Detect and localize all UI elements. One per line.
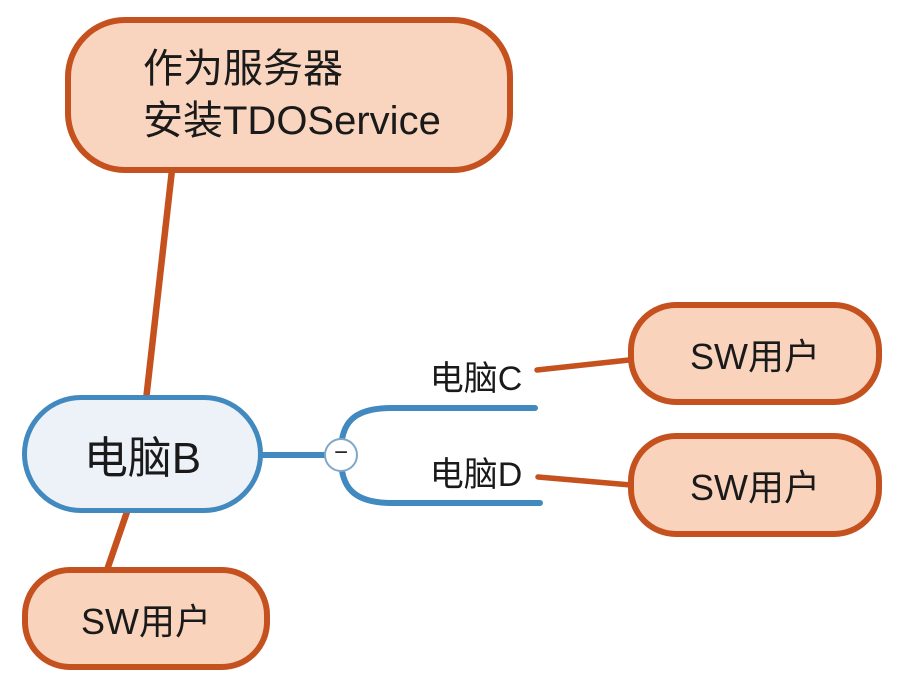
sw-user-box-for-c[interactable]: SW用户 — [628, 302, 882, 405]
sw-user-box-root-label: SW用户 — [81, 600, 211, 642]
root-topic-computer-b[interactable]: 电脑B — [22, 395, 263, 513]
leader-child-d-to-sw — [535, 474, 634, 488]
root-topic-label: 电脑B — [83, 434, 202, 483]
callout-leader-line-bottom — [103, 502, 133, 574]
callout-server-line1: 作为服务器 — [143, 47, 343, 91]
callout-leader-line-top — [142, 166, 176, 404]
minus-icon: − — [333, 439, 348, 466]
sw-user-box-for-d[interactable]: SW用户 — [628, 433, 882, 537]
child-topic-d-label: 电脑D — [429, 455, 523, 494]
sw-user-box-d-label: SW用户 — [690, 467, 820, 508]
leader-child-c-to-sw — [534, 357, 632, 373]
collapse-button[interactable]: − — [324, 438, 358, 472]
child-topic-c-label: 电脑C — [429, 359, 523, 398]
callout-server-line2: 安装TDOService — [143, 99, 441, 143]
child-topic-computer-d[interactable]: 电脑D — [406, 446, 546, 496]
callout-server-topic[interactable]: 作为服务器 安装TDOService — [65, 17, 513, 173]
sw-user-box-c-label: SW用户 — [690, 335, 820, 377]
child-topic-computer-c[interactable]: 电脑C — [406, 350, 546, 400]
callout-server-text: 作为服务器 安装TDOService — [143, 43, 441, 147]
sw-user-box-for-root[interactable]: SW用户 — [22, 567, 270, 670]
